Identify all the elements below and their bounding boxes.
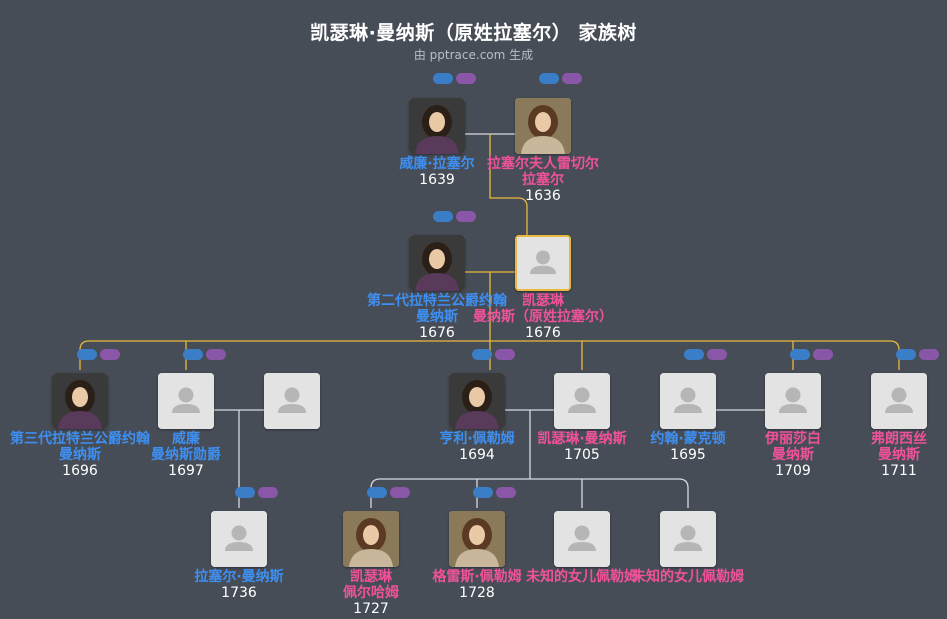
node-tags[interactable] xyxy=(367,487,410,498)
portrait-photo[interactable] xyxy=(449,373,505,429)
portrait-photo[interactable] xyxy=(52,373,108,429)
node-tags[interactable] xyxy=(473,487,516,498)
person-placeholder-icon[interactable] xyxy=(765,373,821,429)
tag-purple-icon[interactable] xyxy=(390,487,410,498)
birth-year: 1736 xyxy=(221,585,257,601)
person-name[interactable]: 约翰·蒙克顿 xyxy=(650,431,726,447)
node-tags[interactable] xyxy=(896,349,939,360)
tag-purple-icon[interactable] xyxy=(206,349,226,360)
birth-year: 1728 xyxy=(459,585,495,601)
person-name[interactable]: 亨利·佩勒姆 xyxy=(439,431,515,447)
birth-year: 1639 xyxy=(419,172,455,188)
tag-blue-icon[interactable] xyxy=(473,487,493,498)
person-placeholder-icon[interactable] xyxy=(158,373,214,429)
person-name[interactable]: 凯瑟琳 曼纳斯（原姓拉塞尔） xyxy=(473,293,613,325)
node-tags[interactable] xyxy=(77,349,120,360)
node-tags[interactable] xyxy=(684,349,727,360)
portrait-photo[interactable] xyxy=(515,98,571,154)
tag-blue-icon[interactable] xyxy=(684,349,704,360)
page-title: 凯瑟琳·曼纳斯（原姓拉塞尔） 家族树 xyxy=(310,22,637,44)
birth-year: 1705 xyxy=(564,447,600,463)
tag-blue-icon[interactable] xyxy=(472,349,492,360)
tag-purple-icon[interactable] xyxy=(495,349,515,360)
children-bar xyxy=(370,478,689,508)
portrait-photo[interactable] xyxy=(343,511,399,567)
person-placeholder-icon[interactable] xyxy=(554,511,610,567)
person-placeholder-icon[interactable] xyxy=(660,511,716,567)
portrait-photo[interactable] xyxy=(409,235,465,291)
tag-blue-icon[interactable] xyxy=(367,487,387,498)
page-subtitle: 由 pptrace.com 生成 xyxy=(413,48,534,62)
person-name[interactable]: 拉塞尔夫人雷切尔 拉塞尔 xyxy=(487,156,599,188)
person-name[interactable]: 第二代拉特兰公爵约翰 曼纳斯 xyxy=(367,293,507,325)
person-name[interactable]: 威廉·拉塞尔 xyxy=(399,156,475,172)
birth-year: 1697 xyxy=(168,463,204,479)
node-tags[interactable] xyxy=(433,211,476,222)
person-name[interactable]: 凯瑟琳·曼纳斯 xyxy=(537,431,627,447)
person-name[interactable]: 威廉 曼纳斯勋爵 xyxy=(151,431,221,463)
person-name[interactable]: 第三代拉特兰公爵约翰 曼纳斯 xyxy=(10,431,150,463)
tag-purple-icon[interactable] xyxy=(919,349,939,360)
node-tags[interactable] xyxy=(183,349,226,360)
birth-year: 1727 xyxy=(353,601,389,617)
tag-purple-icon[interactable] xyxy=(456,73,476,84)
tag-purple-icon[interactable] xyxy=(100,349,120,360)
person-name[interactable]: 未知的女儿佩勒姆 xyxy=(526,569,638,585)
tag-blue-icon[interactable] xyxy=(896,349,916,360)
person-placeholder-icon[interactable] xyxy=(264,373,320,429)
person-placeholder-icon[interactable] xyxy=(554,373,610,429)
node-tags[interactable] xyxy=(790,349,833,360)
person-name[interactable]: 伊丽莎白 曼纳斯 xyxy=(765,431,821,463)
birth-year: 1676 xyxy=(419,325,455,341)
portrait-photo[interactable] xyxy=(409,98,465,154)
person-name[interactable]: 弗朗西丝 曼纳斯 xyxy=(871,431,927,463)
birth-year: 1695 xyxy=(670,447,706,463)
person-placeholder-icon[interactable] xyxy=(660,373,716,429)
birth-year: 1696 xyxy=(62,463,98,479)
tag-purple-icon[interactable] xyxy=(456,211,476,222)
person-name[interactable]: 未知的女儿佩勒姆 xyxy=(632,569,744,585)
tag-blue-icon[interactable] xyxy=(433,73,453,84)
birth-year: 1709 xyxy=(775,463,811,479)
node-tags[interactable] xyxy=(235,487,278,498)
tag-blue-icon[interactable] xyxy=(539,73,559,84)
person-placeholder-icon[interactable] xyxy=(871,373,927,429)
person-placeholder-icon[interactable] xyxy=(211,511,267,567)
tag-blue-icon[interactable] xyxy=(77,349,97,360)
tag-blue-icon[interactable] xyxy=(433,211,453,222)
tag-blue-icon[interactable] xyxy=(790,349,810,360)
person-name[interactable]: 格雷斯·佩勒姆 xyxy=(432,569,522,585)
tag-purple-icon[interactable] xyxy=(813,349,833,360)
tag-purple-icon[interactable] xyxy=(707,349,727,360)
tag-blue-icon[interactable] xyxy=(235,487,255,498)
birth-year: 1711 xyxy=(881,463,917,479)
birth-year: 1636 xyxy=(525,188,561,204)
tag-purple-icon[interactable] xyxy=(496,487,516,498)
node-tags[interactable] xyxy=(472,349,515,360)
person-placeholder-icon[interactable] xyxy=(515,235,571,291)
tag-purple-icon[interactable] xyxy=(258,487,278,498)
portrait-photo[interactable] xyxy=(449,511,505,567)
tag-purple-icon[interactable] xyxy=(562,73,582,84)
node-tags[interactable] xyxy=(539,73,582,84)
birth-year: 1694 xyxy=(459,447,495,463)
birth-year: 1676 xyxy=(525,325,561,341)
person-name[interactable]: 拉塞尔·曼纳斯 xyxy=(194,569,284,585)
person-name[interactable]: 凯瑟琳 佩尔哈姆 xyxy=(343,569,399,601)
tag-blue-icon[interactable] xyxy=(183,349,203,360)
node-tags[interactable] xyxy=(433,73,476,84)
